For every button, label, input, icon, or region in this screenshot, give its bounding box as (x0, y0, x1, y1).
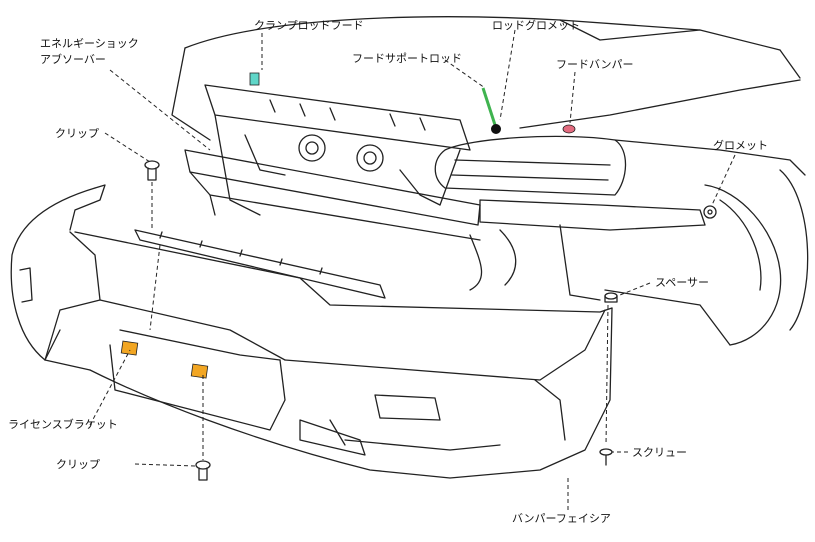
label-license-bracket: ライセンスブラケット (8, 418, 118, 431)
hood-bumper-highlight (562, 124, 576, 134)
label-clip-bottom: クリップ (56, 458, 100, 471)
label-energy-absorber-line2: アブソーバー (40, 53, 106, 66)
grille-strip (134, 229, 386, 299)
clip-top-part (144, 160, 160, 181)
label-clip-top: クリップ (55, 127, 99, 140)
bumper-fascia (10, 184, 613, 479)
label-rod-grommet: ロッドグロメット (492, 19, 580, 32)
fender-wheel (604, 139, 809, 346)
hood-outline (171, 16, 801, 141)
label-bumper-fascia: バンパーフェイシア (512, 512, 611, 525)
label-energy-absorber-line1: エネルギーショック (40, 37, 139, 50)
label-grommet: グロメット (713, 139, 768, 152)
side-support (469, 199, 706, 301)
energy-absorber (184, 149, 481, 241)
headlight (434, 135, 627, 196)
label-screw: スクリュー (632, 446, 687, 459)
leader-lines (89, 29, 736, 510)
license-bracket-left (120, 340, 139, 356)
radiator-core-support (204, 84, 471, 216)
spacer-part (604, 292, 618, 303)
label-hood-bumper: フードバンパー (556, 58, 634, 71)
clamp-rod-hood-highlight (249, 72, 260, 86)
rod-grommet-marker (491, 124, 501, 134)
screw-part (599, 448, 613, 466)
label-spacer: スペーサー (655, 276, 710, 289)
hood-support-rod-highlight (481, 87, 498, 129)
clip-bottom-part (195, 460, 211, 481)
label-clamp-rod-hood: クランプロッドフード (254, 19, 364, 32)
grommet-part (703, 205, 717, 219)
label-hood-support-rod: フードサポートロッド (352, 52, 462, 65)
license-bracket-right (190, 363, 209, 379)
